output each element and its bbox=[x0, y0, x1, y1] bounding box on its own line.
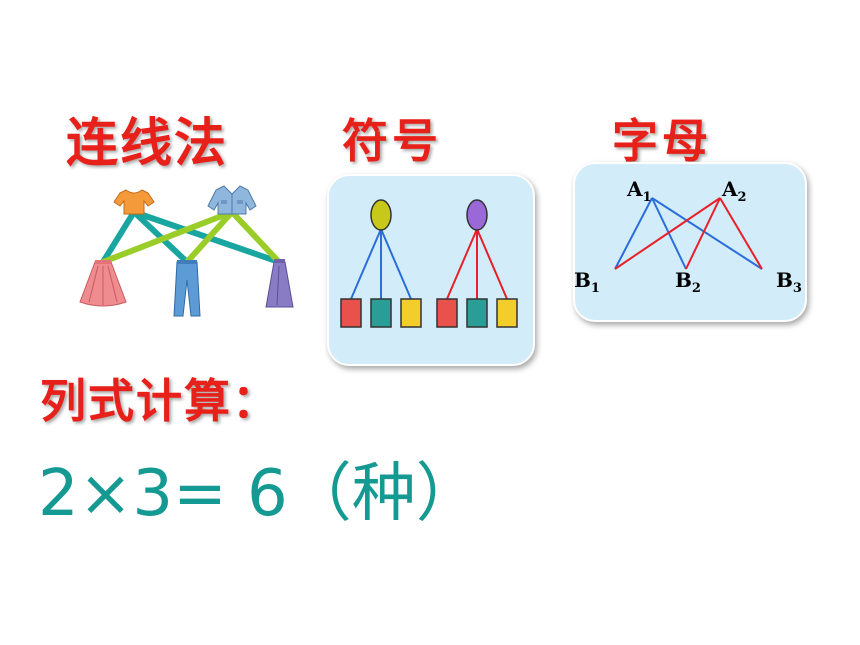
formula-result: 2×3= 6（种） bbox=[38, 457, 480, 531]
yellow-circle-symbol bbox=[370, 199, 392, 231]
teal-rect-symbol bbox=[466, 298, 488, 328]
line-method-title: 连线法 bbox=[66, 114, 229, 174]
yellow-rect-symbol bbox=[400, 298, 422, 328]
symbol-link-b-1 bbox=[446, 228, 478, 300]
label-b2: B2 bbox=[675, 268, 701, 296]
red-rect-symbol bbox=[340, 298, 362, 328]
label-a2: A2 bbox=[721, 177, 747, 205]
t-shirt-icon bbox=[113, 189, 155, 215]
long-skirt-icon bbox=[265, 259, 294, 308]
link-jacket-skirt bbox=[100, 209, 235, 265]
symbol-link-a-3 bbox=[380, 228, 412, 300]
jacket-icon bbox=[207, 185, 257, 215]
jeans-icon bbox=[173, 260, 201, 317]
yellow-rect-symbol bbox=[496, 298, 518, 328]
purple-circle-symbol bbox=[466, 199, 488, 231]
letter-link-a2-b2 bbox=[685, 197, 721, 270]
link-jacket-jeans bbox=[184, 209, 235, 265]
letter-method-title: 字母 bbox=[612, 114, 712, 168]
symbol-panel bbox=[327, 174, 535, 366]
teal-rect-symbol bbox=[370, 298, 392, 328]
label-a1: A1 bbox=[626, 177, 652, 205]
formula-label: 列式计算： bbox=[40, 374, 280, 428]
label-b3: B3 bbox=[776, 268, 802, 296]
skirt-icon bbox=[79, 260, 127, 307]
link-jacket-long-skirt bbox=[229, 209, 282, 265]
symbol-method-title: 符号 bbox=[342, 114, 442, 168]
red-rect-symbol bbox=[436, 298, 458, 328]
letter-link-a1-b3 bbox=[651, 197, 763, 270]
letter-link-a1-b1 bbox=[614, 197, 653, 270]
letter-link-a2-b3 bbox=[719, 197, 763, 270]
label-b1: B1 bbox=[574, 268, 600, 296]
symbol-link-b-3 bbox=[476, 228, 508, 300]
link-tshirt-skirt bbox=[100, 209, 137, 265]
letter-link-a2-b1 bbox=[614, 197, 721, 270]
letter-panel bbox=[573, 162, 807, 322]
symbol-link-a-1 bbox=[350, 228, 382, 300]
